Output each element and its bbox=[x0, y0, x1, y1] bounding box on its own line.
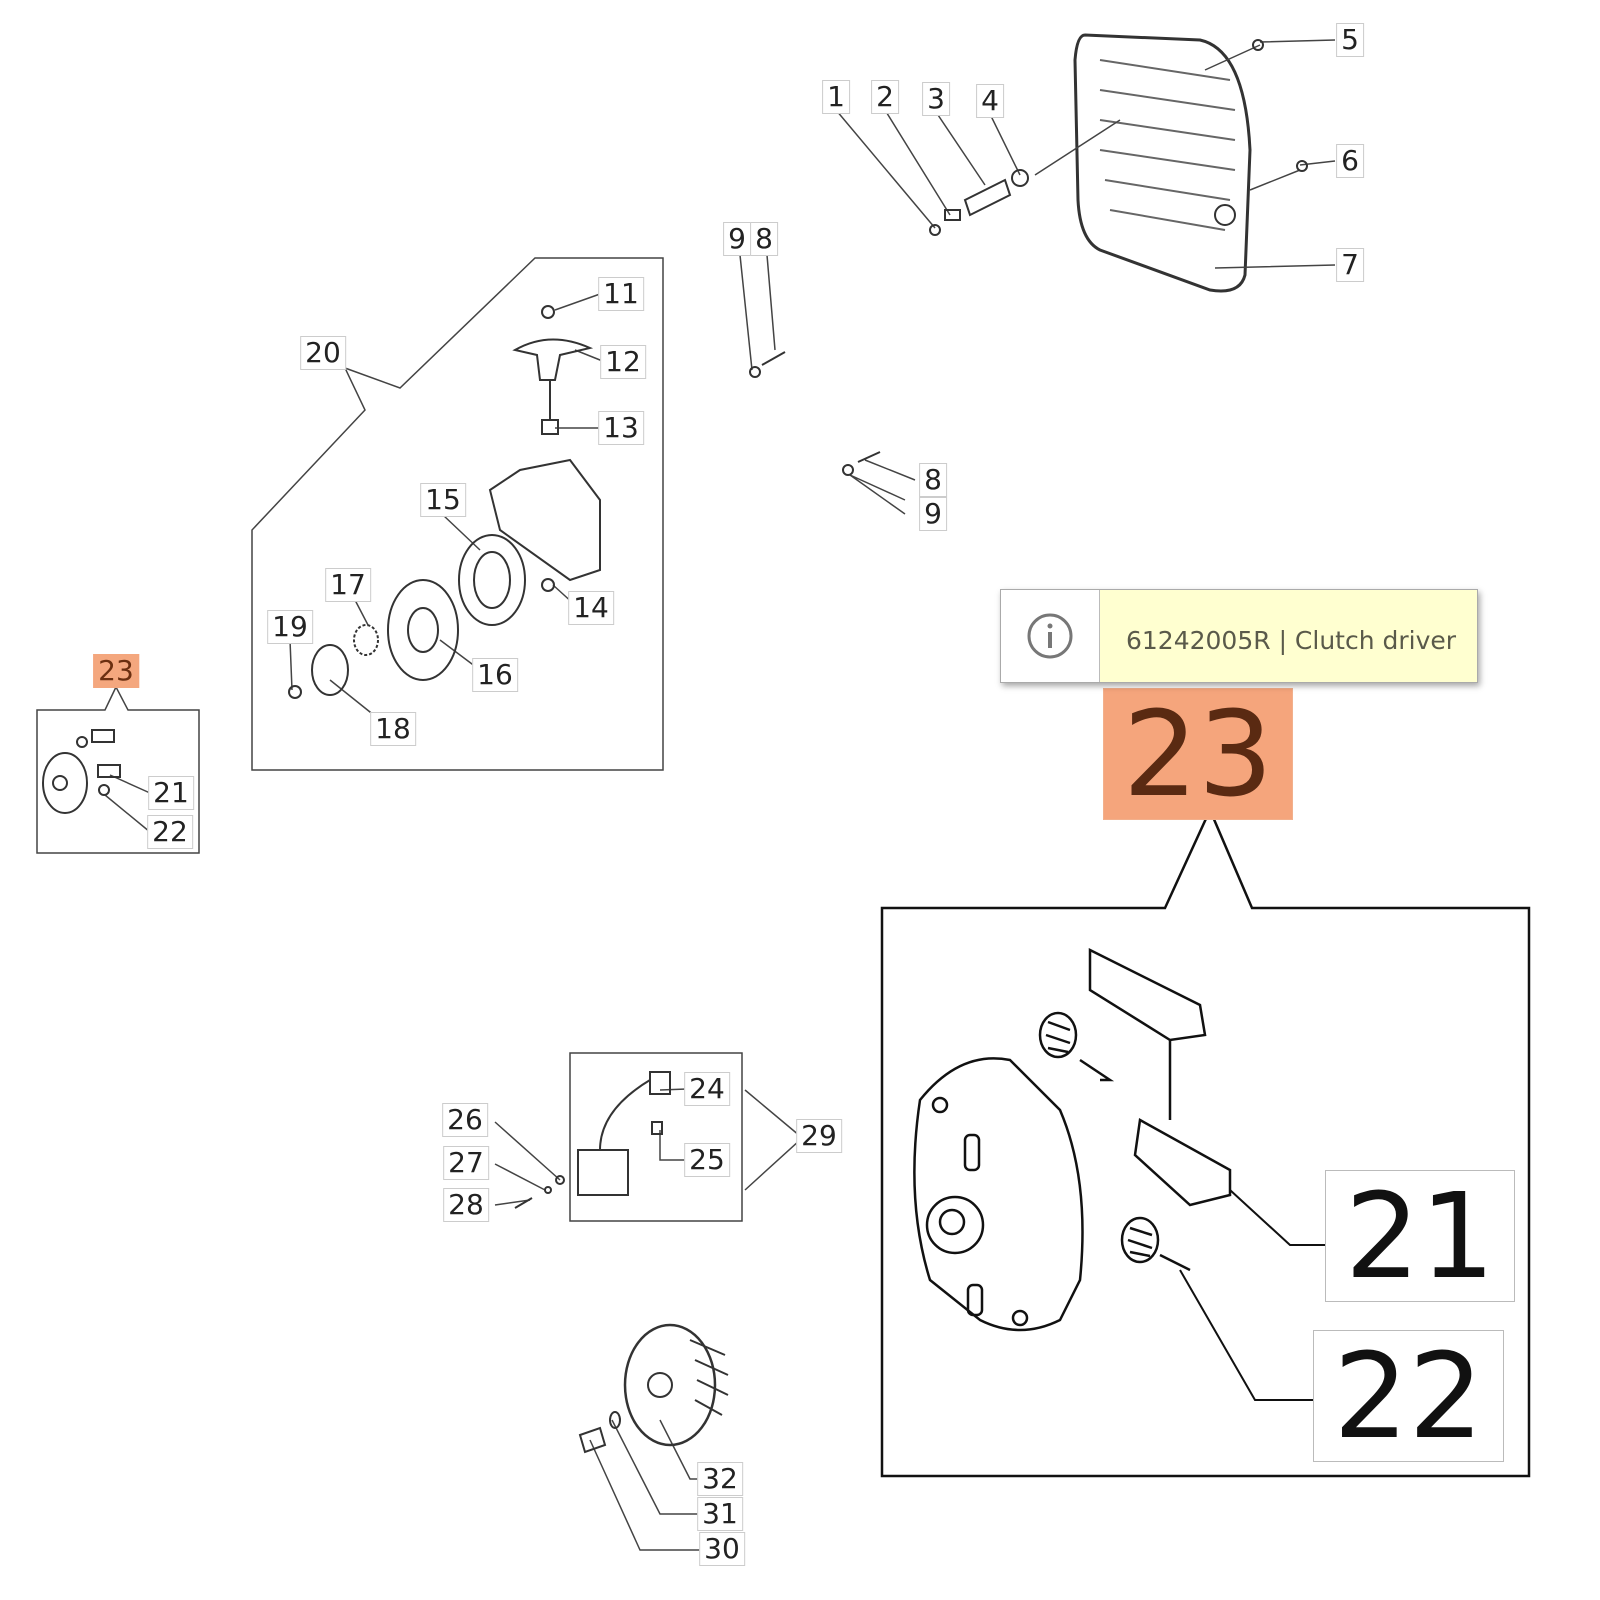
callout-8[interactable]: 8 bbox=[750, 222, 778, 256]
callout-6[interactable]: 6 bbox=[1336, 144, 1364, 178]
callout-32[interactable]: 32 bbox=[697, 1462, 743, 1496]
detail-callout-23[interactable]: 23 bbox=[1103, 685, 1293, 823]
starter-handle-part[interactable] bbox=[512, 305, 594, 435]
callout-23-highlighted[interactable]: 23 bbox=[93, 654, 139, 688]
callout-30[interactable]: 30 bbox=[699, 1532, 745, 1566]
callout-15[interactable]: 15 bbox=[420, 483, 466, 517]
callout-7[interactable]: 7 bbox=[1336, 248, 1364, 282]
callout-26[interactable]: 26 bbox=[442, 1103, 488, 1137]
callout-22[interactable]: 22 bbox=[147, 815, 193, 849]
tooltip-text: 61242005R | Clutch driver bbox=[1100, 590, 1477, 682]
callout-29[interactable]: 29 bbox=[796, 1119, 842, 1153]
callout-16[interactable]: 16 bbox=[472, 658, 518, 692]
callout-12[interactable]: 12 bbox=[600, 345, 646, 379]
info-icon bbox=[1001, 590, 1100, 682]
ignition-coil-part[interactable] bbox=[514, 1071, 671, 1209]
callout-31[interactable]: 31 bbox=[697, 1497, 743, 1531]
callout-1[interactable]: 1 bbox=[822, 80, 850, 114]
callout-14[interactable]: 14 bbox=[568, 591, 614, 625]
flywheel-part[interactable] bbox=[578, 1323, 729, 1454]
callout-8b[interactable]: 8 bbox=[919, 463, 947, 497]
small-clutch-part[interactable] bbox=[42, 729, 121, 814]
callout-9b[interactable]: 9 bbox=[919, 497, 947, 531]
leader-lines bbox=[36, 39, 1531, 1551]
callout-9[interactable]: 9 bbox=[723, 222, 751, 256]
callout-21[interactable]: 21 bbox=[148, 776, 194, 810]
starter-pulley-parts[interactable] bbox=[288, 458, 601, 699]
callout-3[interactable]: 3 bbox=[922, 82, 950, 116]
callout-17[interactable]: 17 bbox=[325, 568, 371, 602]
callout-13[interactable]: 13 bbox=[598, 411, 644, 445]
detail-callout-22[interactable]: 22 bbox=[1313, 1327, 1504, 1465]
callout-18[interactable]: 18 bbox=[370, 712, 416, 746]
callout-28[interactable]: 28 bbox=[443, 1188, 489, 1222]
callout-5[interactable]: 5 bbox=[1336, 23, 1364, 57]
callout-24[interactable]: 24 bbox=[684, 1072, 730, 1106]
callout-20[interactable]: 20 bbox=[300, 336, 346, 370]
part-tooltip: 61242005R | Clutch driver bbox=[1000, 589, 1478, 683]
spring-washer-parts[interactable] bbox=[749, 39, 1308, 476]
starter-cover-part[interactable] bbox=[1073, 33, 1252, 293]
callout-4[interactable]: 4 bbox=[976, 84, 1004, 118]
detail-callout-21[interactable]: 21 bbox=[1325, 1167, 1515, 1305]
callout-25[interactable]: 25 bbox=[684, 1143, 730, 1177]
callout-19[interactable]: 19 bbox=[267, 610, 313, 644]
callout-27[interactable]: 27 bbox=[443, 1146, 489, 1180]
callout-2[interactable]: 2 bbox=[871, 80, 899, 114]
clutch-driver-detail-part[interactable] bbox=[913, 947, 1232, 1332]
callout-11[interactable]: 11 bbox=[598, 277, 644, 311]
